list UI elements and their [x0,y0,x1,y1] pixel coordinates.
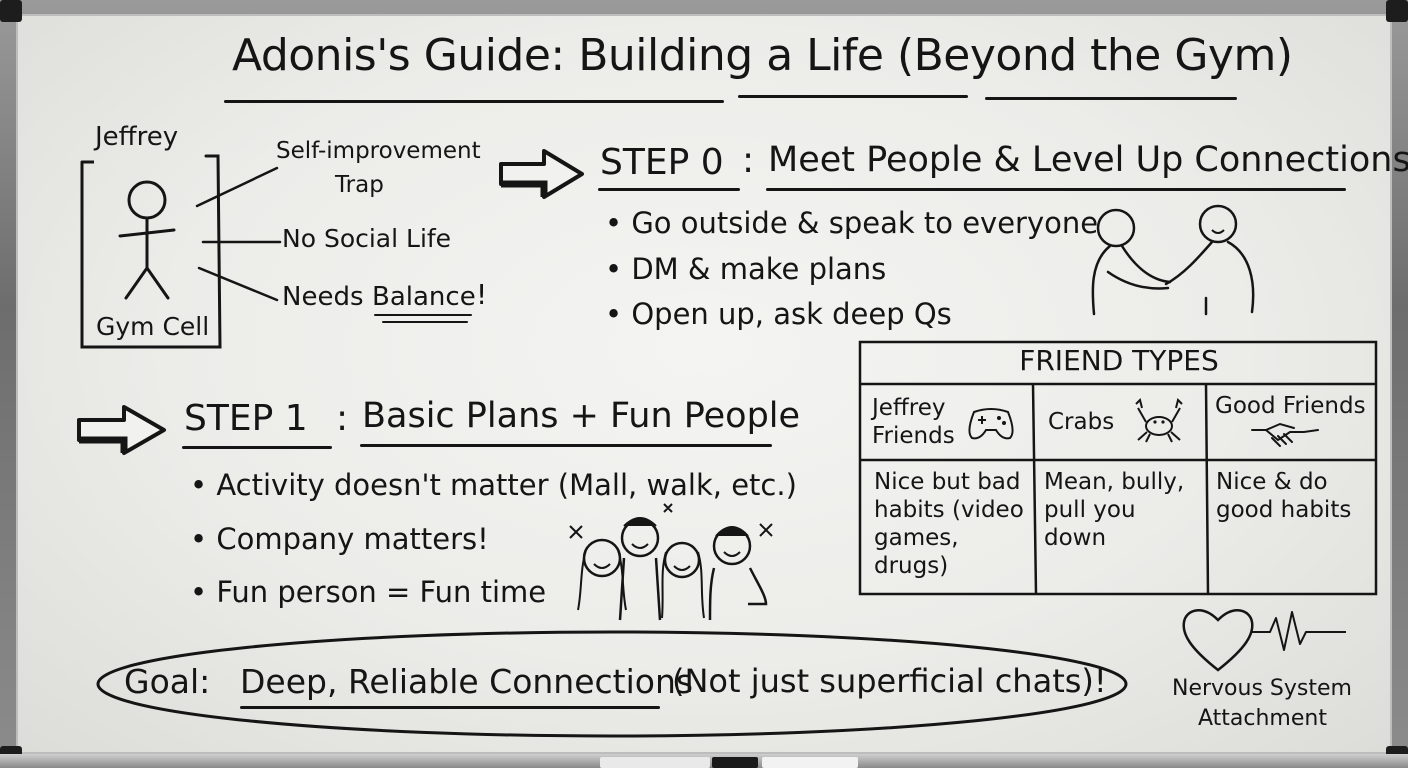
step0-bullet-text: Open up, ask deep Qs [631,297,952,331]
jeffrey-name: Jeffrey [95,122,179,152]
goal-prefix: Goal: [124,662,211,701]
frame-corner [1386,0,1408,22]
marker[interactable] [600,757,710,768]
frame-corner [0,0,22,22]
handshake-people-icon [1091,204,1255,316]
step1-bullet-text: Company matters! [216,522,489,556]
note-no-social-life: No Social Life [282,224,452,253]
goal-underline [240,706,660,709]
gym-cell-box [80,154,222,349]
title-underline [985,97,1237,100]
goal-oval [96,630,1128,738]
friend-types-title: FRIEND TYPES [1019,344,1219,377]
note-trap: Trap [335,172,384,198]
friend-type-header-line: Jeffrey [872,395,946,421]
step0-underline [598,188,740,191]
handshake-icon [1251,422,1319,447]
crab-icon [1135,398,1183,443]
step1-underline [182,446,332,449]
friend-type-desc: Nice & do good habits [1216,469,1352,523]
arrow-right-icon [77,405,166,455]
marker[interactable] [712,757,758,768]
friend-types-table [858,340,1378,596]
balance-underline [374,314,472,316]
step1-bullet-text: Fun person = Fun time [216,575,547,609]
friend-type-desc: Mean, bully, pull you down [1044,469,1185,551]
happy-friends-group-icon [569,503,773,621]
goal-suffix: (Not just superficial chats)! [672,662,1107,700]
step1-bullet: • Activity doesn't matter (Mall, walk, e… [190,468,797,502]
step1-colon: : [336,398,349,439]
step0-colon: : [742,140,755,181]
arrow-right-icon [499,149,584,199]
step0-bullet-text: DM & make plans [631,252,887,286]
step0-bullet-text: Go outside & speak to everyone [631,206,1099,240]
step0-bullet: • Go outside & speak to everyone [605,206,1099,240]
title-underline [738,95,968,98]
step0-heading: Meet People & Level Up Connections [768,140,1408,180]
balance-underline [382,321,468,323]
note-needs: Needs [282,282,364,312]
heart-pulse-icon [1182,609,1346,672]
step1-heading-underline [360,444,772,447]
note-exclaim: ! [476,278,488,311]
title-underline [224,100,724,103]
friend-type-header: Crabs [1048,409,1115,435]
step1-heading: Basic Plans + Fun People [362,396,801,436]
step0-bullet: • DM & make plans [605,252,887,286]
page-title: Adonis's Guide: Building a Life (Beyond … [232,30,1293,81]
step1-bullet-text: Activity doesn't matter (Mall, walk, etc… [216,468,797,502]
marker[interactable] [762,757,858,768]
friend-type-header: Good Friends [1215,393,1366,419]
stick-figure-icon [118,180,176,300]
attachment-label: Attachment [1198,706,1327,731]
friend-type-desc: Nice but bad habits (video games, drugs) [874,469,1024,579]
nervous-system-label: Nervous System [1172,676,1352,701]
step0-heading-underline [766,188,1346,191]
step1-bullet: • Fun person = Fun time [190,575,547,609]
goal-emphasis: Deep, Reliable Connections [240,662,694,701]
step0-bullet: • Open up, ask deep Qs [605,297,952,331]
connector-lines [195,166,282,302]
game-controller-icon [968,408,1014,440]
note-balance: Balance [372,282,476,312]
friend-type-header: Jeffrey Friends [872,394,962,450]
gym-cell-label: Gym Cell [96,312,210,341]
step1-bullet: • Company matters! [190,522,489,556]
friend-type-header-line: Friends [872,423,955,449]
step1-label: STEP 1 [184,398,308,439]
note-self-improvement: Self-improvement [276,138,481,164]
step0-label: STEP 0 [600,142,724,183]
